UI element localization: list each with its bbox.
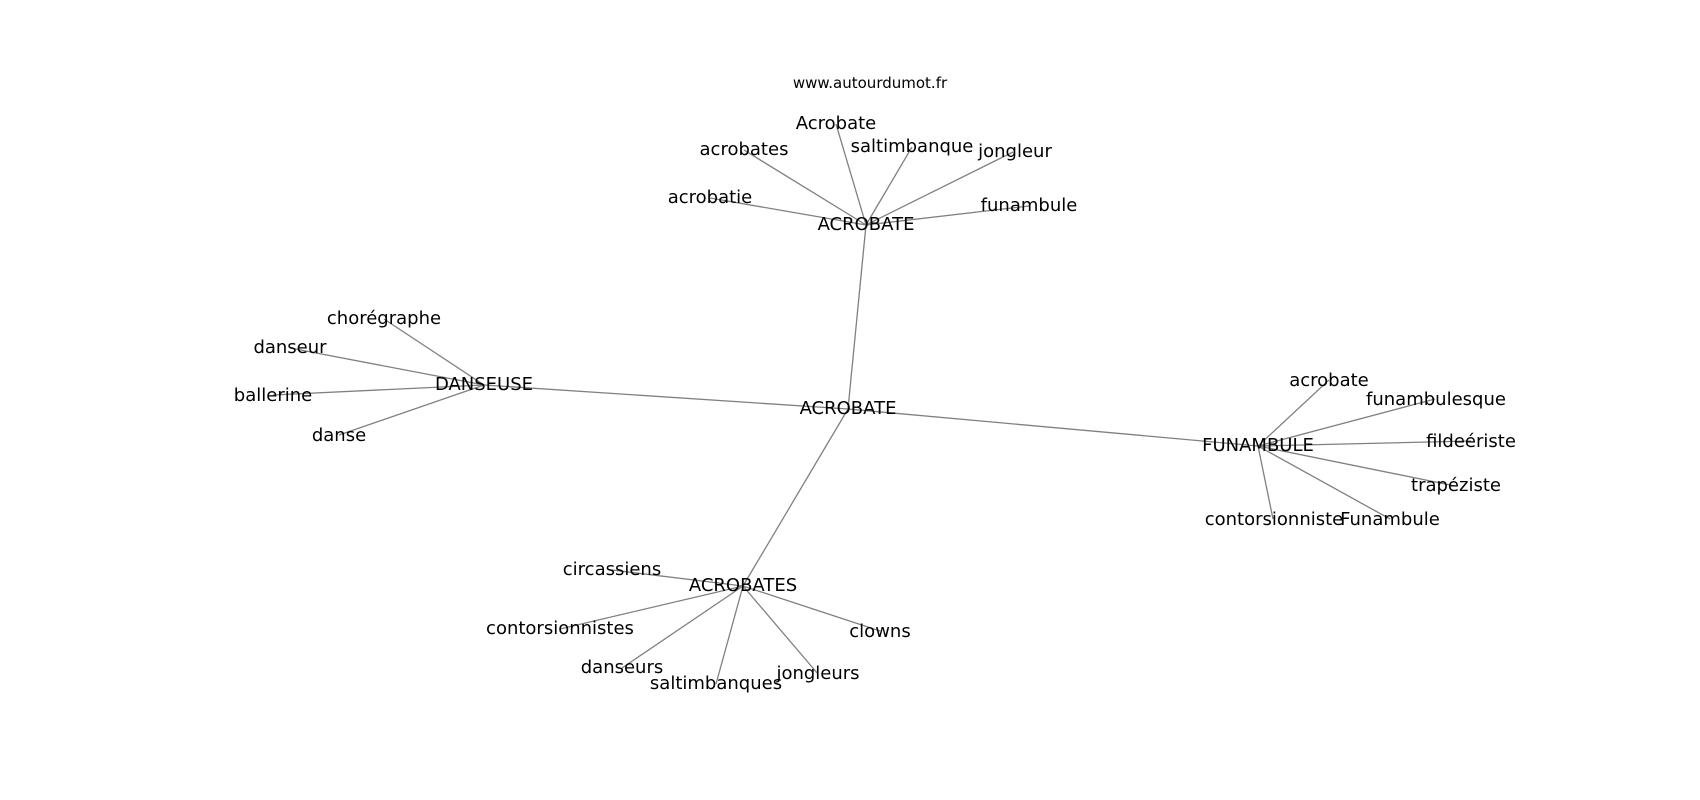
word-node-label: Acrobate [796,113,877,134]
edge-hub-to-word [338,384,485,436]
edge-hub-to-word [621,585,744,669]
root-node-label: ACROBATE [800,398,897,419]
word-node-label: saltimbanques [650,673,782,694]
word-node-label: ballerine [234,385,312,406]
edge-hub-to-word [709,197,867,226]
word-node-label: danseur [253,337,327,358]
edge-root-to-hub [847,408,1259,447]
hub-node-label: ACROBATE [818,214,915,235]
edge-hub-to-word [1257,445,1391,520]
word-node-label: trapéziste [1411,475,1501,496]
word-node-label: jongleur [977,141,1052,162]
word-node-label: clowns [849,621,910,642]
word-node-label: danse [312,425,366,446]
hub-node-label: FUNAMBULE [1202,435,1314,456]
edge-hub-to-word [742,585,819,675]
edge-hub-to-word [272,384,485,396]
word-node-label: saltimbanque [851,136,974,157]
edge-hub-to-word [743,149,867,226]
edge-hub-to-word [1257,398,1436,447]
word-node-label: jongleurs [775,663,859,684]
word-node-label: chorégraphe [327,308,441,329]
edge-hub-to-word [1257,445,1456,487]
word-node-label: funambule [981,195,1078,216]
hub-node-label: ACROBATES [689,575,797,596]
word-node-label: contorsionniste [1205,509,1344,530]
edge-hub-to-word [559,585,744,630]
word-node-label: acrobatie [668,187,753,208]
edge-root-to-hub [483,384,849,410]
word-node-label: fildeériste [1426,431,1516,452]
source-watermark: www.autourdumot.fr [793,74,948,92]
edge-hub-to-word [865,205,1030,226]
edge-hub-to-word [611,569,744,587]
edge-hub-to-word [715,585,744,685]
edge-hub-to-word [1257,379,1330,447]
edge-hub-to-word [289,347,485,386]
edge-hub-to-word [835,123,867,226]
edge-root-to-hub [847,224,867,410]
edge-root-to-hub [742,408,849,587]
word-node-label: acrobate [1289,370,1369,391]
graph-labels: ACROBATE ACROBATE Acrobate acrobates saltimb… [234,113,1516,694]
word-node-label: acrobates [700,139,789,160]
word-node-label: funambulesque [1366,389,1506,410]
edge-hub-to-word [1257,440,1472,447]
edge-hub-to-word [383,318,485,386]
word-node-label: danseurs [581,657,664,678]
edge-hub-to-word [742,585,881,632]
edge-hub-to-word [1257,445,1274,520]
hub-node-label: DANSEUSE [435,374,533,395]
edge-hub-to-word [865,151,1014,226]
graph-edges [272,123,1472,685]
edge-hub-to-word [865,146,913,226]
word-node-label: circassiens [563,559,661,580]
word-node-label: contorsionnistes [486,618,634,639]
word-node-label: Funambule [1340,509,1440,530]
